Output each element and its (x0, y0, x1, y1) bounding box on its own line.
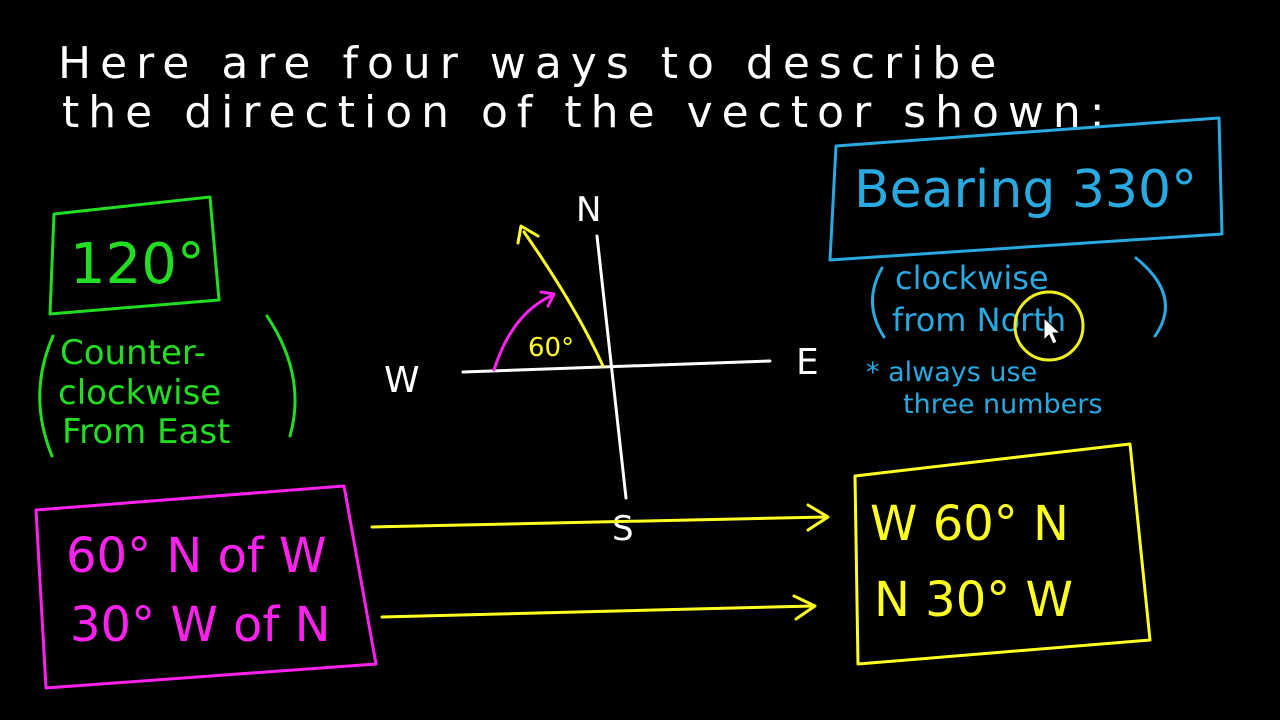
east-west-axis (461, 359, 772, 374)
compass-north-label: N (576, 190, 601, 230)
direction-vector (516, 224, 605, 368)
compass-notation-row-2: N 30° W (874, 572, 1073, 628)
compass-notation-box (853, 442, 1152, 666)
cursor-highlight (1013, 290, 1085, 362)
bearing-note-parentheses (871, 256, 1167, 339)
vector-arrowhead (516, 224, 540, 245)
conversion-arrow-1 (370, 515, 828, 529)
compass-south-label: S (612, 509, 634, 549)
vector-shaft (522, 230, 605, 368)
heading-line-1: Here are four ways to describe (58, 38, 1005, 89)
relative-direction-row-2: 30° W of N (70, 597, 330, 653)
standard-angle-box (48, 195, 221, 316)
heading-line-2: the direction of the vector shown: (62, 87, 1114, 138)
pointer-icon (1043, 316, 1062, 345)
bearing-value: Bearing 330° (854, 160, 1197, 220)
compass-axes (461, 234, 772, 500)
relative-direction-row-1: 60° N of W (66, 528, 326, 584)
conversion-arrow-2 (380, 604, 815, 619)
bearing-note-line-2: from North (892, 301, 1066, 339)
bearing-tip-line-1: * always use (866, 357, 1037, 388)
compass-west-label: W (384, 360, 420, 401)
compass-notation-row-1: W 60° N (870, 496, 1069, 552)
standard-note-line-3: From East (62, 412, 230, 452)
bearing-box (828, 116, 1224, 262)
standard-note-line-2: clockwise (58, 373, 221, 413)
bearing-tip-line-2: three numbers (903, 389, 1102, 420)
relative-direction-box (34, 484, 378, 690)
standard-angle-value: 120° (70, 232, 205, 297)
angle-arc (492, 290, 556, 372)
standard-note-parentheses (38, 314, 297, 458)
compass-east-label: E (796, 342, 819, 383)
standard-note-line-1: Counter- (60, 333, 206, 373)
conversion-arrows (370, 503, 830, 621)
bearing-note-line-1: clockwise (895, 259, 1049, 297)
angle-label: 60° (528, 333, 574, 363)
north-south-axis (595, 234, 628, 500)
